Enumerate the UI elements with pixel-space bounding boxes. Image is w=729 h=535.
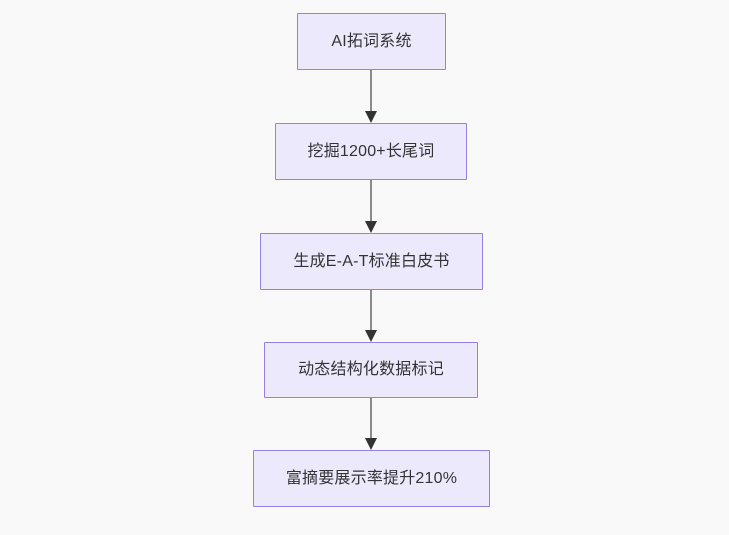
- flow-node-ai-keyword-system[interactable]: AI拓词系统: [297, 13, 446, 70]
- flow-node-dynamic-structured-data-markup[interactable]: 动态结构化数据标记: [264, 342, 478, 398]
- flow-node-label: 动态结构化数据标记: [298, 361, 444, 378]
- edge-n3-n4: [365, 290, 377, 342]
- flow-node-label: AI拓词系统: [331, 32, 412, 50]
- flow-node-label: 富摘要展示率提升210%: [285, 469, 458, 487]
- edge-n2-n3: [365, 180, 377, 233]
- flow-node-label: 挖掘1200+长尾词: [307, 142, 435, 160]
- edge-n1-n2: [365, 70, 377, 123]
- flow-node-mine-longtail-keywords[interactable]: 挖掘1200+长尾词: [275, 123, 467, 180]
- flow-node-label: 生成E-A-T标准白皮书: [293, 252, 450, 270]
- flow-node-rich-snippet-rate-increase[interactable]: 富摘要展示率提升210%: [253, 450, 490, 507]
- edge-n4-n5: [365, 398, 377, 450]
- flow-node-generate-eat-whitepaper[interactable]: 生成E-A-T标准白皮书: [260, 233, 483, 290]
